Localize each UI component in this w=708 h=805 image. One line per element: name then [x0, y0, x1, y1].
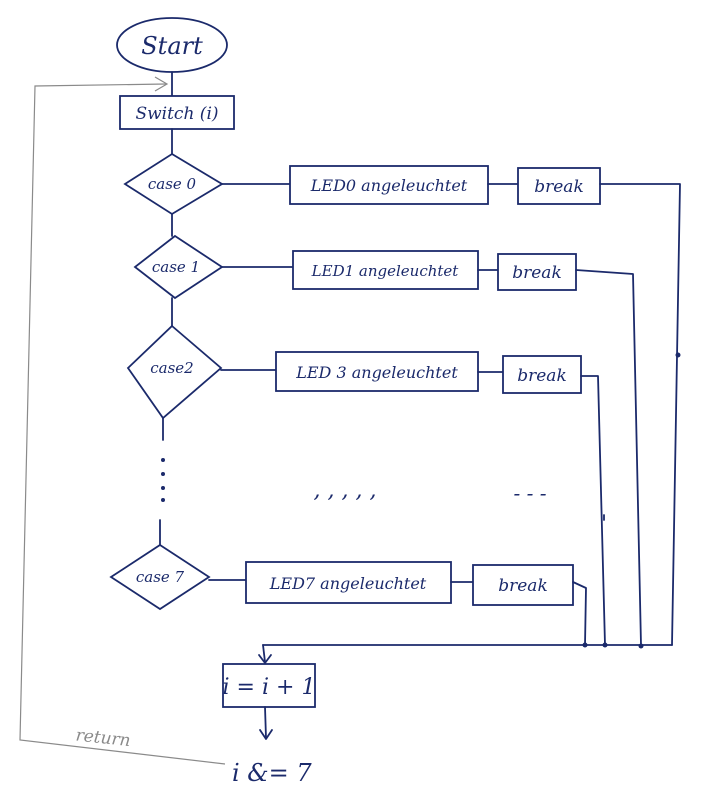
switch-label: Switch (i)	[135, 104, 218, 124]
case-7-condition: case 7	[136, 568, 185, 586]
case-0-exit: break	[534, 177, 584, 197]
start-label: Start	[141, 32, 203, 60]
case-7-action: LED7 angeleuchtet	[269, 574, 427, 593]
case-7-exit: break	[498, 576, 548, 596]
case-1-condition: case 1	[152, 258, 200, 276]
continuation-dots	[161, 458, 165, 502]
start-node: Start	[116, 17, 228, 73]
case-2-action: LED 3 angeleuchtet	[295, 363, 458, 382]
case-2-condition: case2	[150, 359, 193, 377]
case-1-exit: break	[512, 263, 562, 283]
case-0-condition: case 0	[148, 175, 197, 193]
case-2-branch: case2 LED 3 angeleuchtet break	[126, 324, 582, 420]
ellipsis-actions: , , , , ,	[314, 478, 377, 503]
increment-label: i = i + 1	[223, 675, 316, 700]
case-0-branch: case 0 LED0 angeleuchtet break	[123, 152, 601, 216]
case-1-branch: case 1 LED1 angeleuchtet break	[133, 234, 577, 300]
ellipsis-breaks: - - -	[514, 481, 547, 505]
case-2-exit: break	[517, 366, 567, 386]
increment-to-mask-arrow	[259, 706, 273, 740]
case-7-branch: case 7 LED7 angeleuchtet break	[109, 543, 574, 611]
increment-node: i = i + 1	[222, 663, 316, 708]
case-0-action: LED0 angeleuchtet	[310, 176, 468, 195]
mask-label: i &= 7	[232, 759, 312, 787]
break-return-lines	[258, 183, 681, 664]
switch-node: Switch (i)	[119, 95, 235, 130]
case-1-action: LED1 angeleuchtet	[311, 262, 460, 280]
decision-spine	[159, 128, 173, 546]
